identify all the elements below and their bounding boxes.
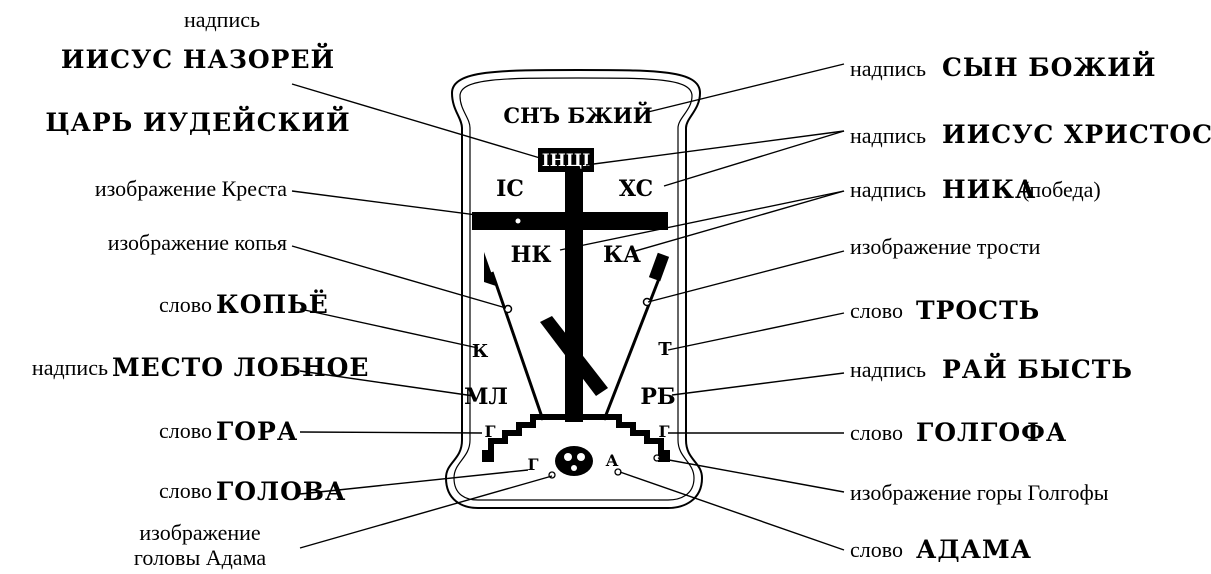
label-mount-image: изображение горы Голгофы xyxy=(850,480,1109,505)
label-reed-word-prefix: слово xyxy=(850,298,903,323)
icon-ka: КА xyxy=(603,242,641,268)
label-son: СЫН БОЖИЙ xyxy=(942,51,1156,82)
label-son-prefix: надпись xyxy=(850,56,926,81)
icon-rb: РБ xyxy=(640,384,675,410)
icon-g1: Г xyxy=(484,422,495,441)
label-adam-head-line1: изображение xyxy=(139,520,260,545)
cross-main-beam xyxy=(472,212,668,230)
label-reed-image: изображение трости xyxy=(850,234,1041,259)
label-cross-image: изображение Креста xyxy=(95,176,287,201)
icon-k: К xyxy=(472,341,489,362)
label-golgotha: ГОЛГОФА xyxy=(916,418,1067,447)
label-adam-prefix: слово xyxy=(850,537,903,562)
label-adam: АДАМА xyxy=(916,535,1032,564)
label-spear-image: изображение копья xyxy=(108,230,287,255)
nail-dot xyxy=(516,219,521,224)
label-spear-word-prefix: слово xyxy=(159,292,212,317)
tablet-text: IНЦI xyxy=(542,151,590,171)
label-jc-prefix: надпись xyxy=(850,123,926,148)
label-paradise: РАЙ БЫСТЬ xyxy=(942,353,1133,384)
icon-a: А xyxy=(605,451,618,470)
label-mount-word-prefix: слово xyxy=(159,418,212,443)
icon-g3: Г xyxy=(527,455,538,474)
icon-g2: Г xyxy=(658,422,669,441)
label-skull-place-prefix: надпись xyxy=(32,355,108,380)
cross-vertical-beam xyxy=(565,172,583,422)
icon-nk: НК xyxy=(511,242,552,268)
icon-ic: IC xyxy=(496,176,524,202)
label-inri-line1: ИИСУС НАЗОРЕЙ xyxy=(61,43,335,74)
label-golgotha-prefix: слово xyxy=(850,420,903,445)
label-reed-word: ТРОСТЬ xyxy=(916,296,1040,325)
label-inri-caption: надпись xyxy=(184,7,260,32)
label-jc: ИИСУС ХРИСТОС xyxy=(942,120,1211,149)
icon-ml: МЛ xyxy=(464,384,508,410)
label-skull-place: МЕСТО ЛОБНОЕ xyxy=(112,353,369,382)
label-inri-line2: ЦАРЬ ИУДЕЙСКИЙ xyxy=(45,106,350,137)
label-paradise-prefix: надпись xyxy=(850,357,926,382)
label-spear-word: КОПЬЁ xyxy=(216,290,329,319)
label-adam-head-line2: головы Адама xyxy=(134,545,266,570)
label-head-word-prefix: слово xyxy=(159,478,212,503)
icon-xc: XC xyxy=(619,176,653,202)
label-mount-word: ГОРА xyxy=(216,417,298,446)
icon-top-text: СНЪ БЖИЙ xyxy=(503,102,652,128)
label-nika-suffix: (победа) xyxy=(1022,177,1101,202)
label-nika-prefix: надпись xyxy=(850,177,926,202)
